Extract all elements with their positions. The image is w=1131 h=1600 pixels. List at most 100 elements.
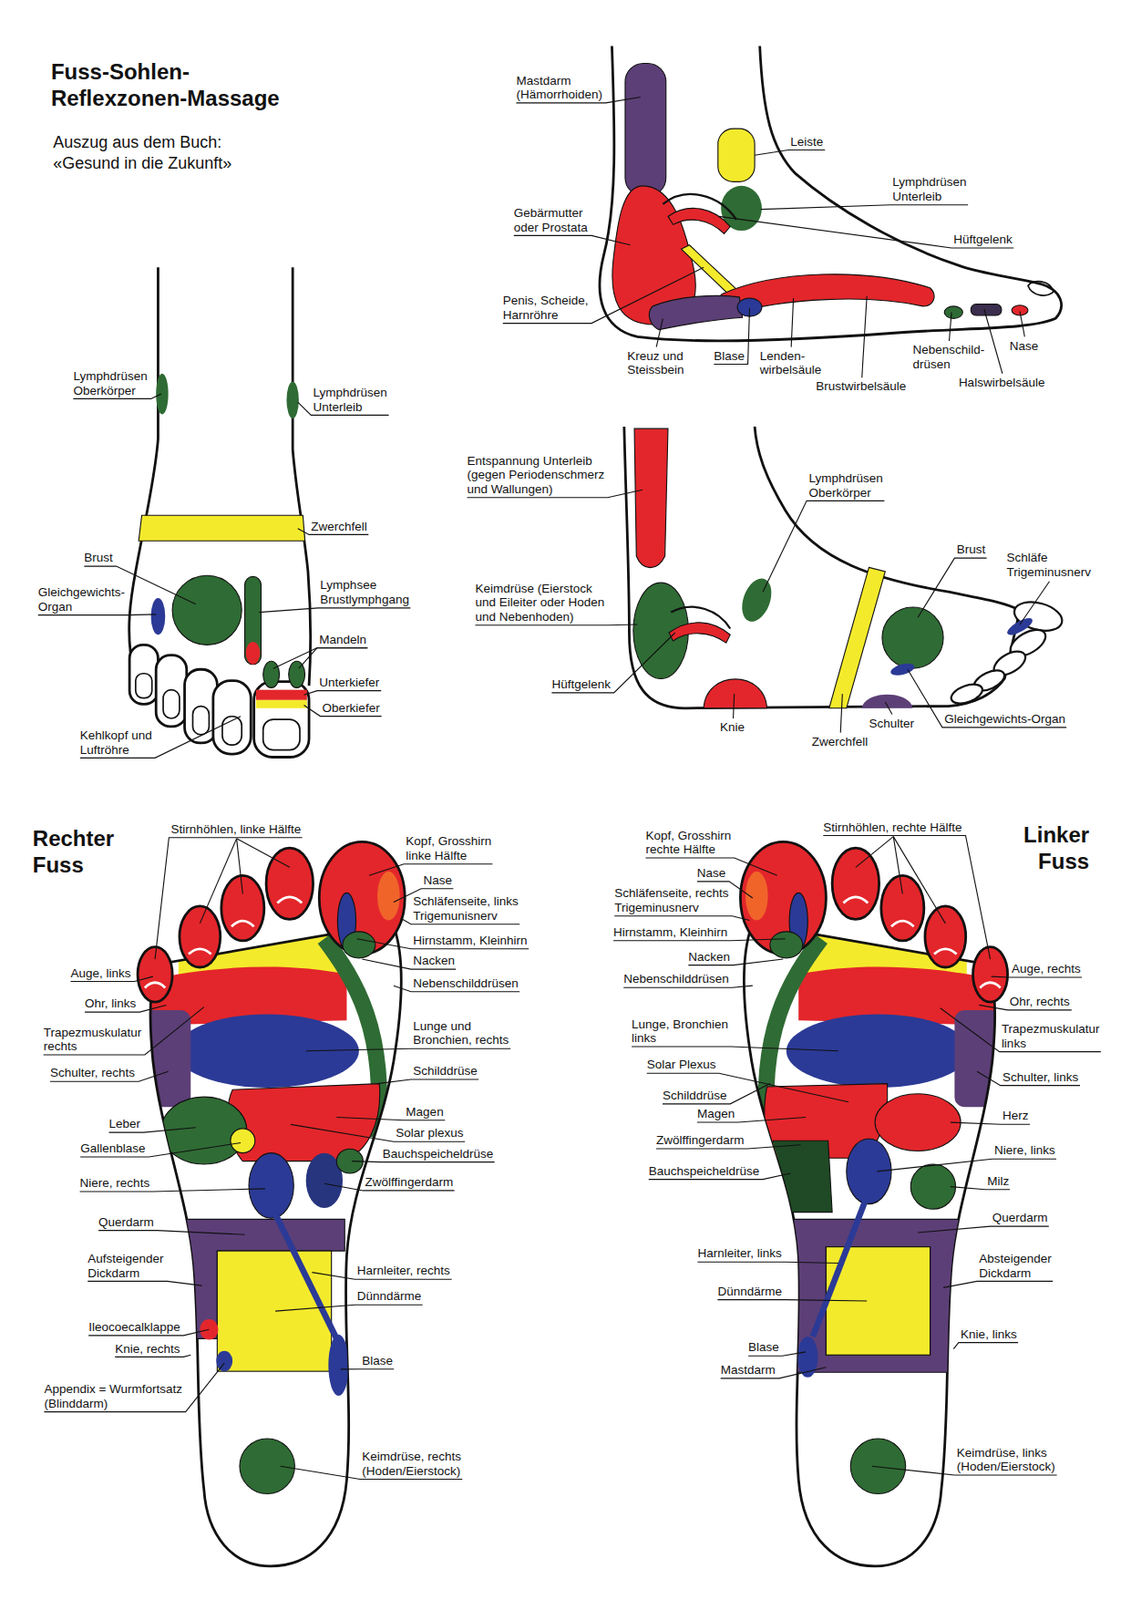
label-line: Oberkörper	[72, 383, 149, 399]
leader-line	[298, 647, 368, 669]
zone-label: Milz	[987, 1173, 1010, 1189]
label-line: Dünndärme	[717, 1284, 783, 1299]
lateral-foot	[634, 428, 669, 567]
leader-line	[623, 985, 753, 988]
zone-label: Schläfe Trigeminusnerv	[1006, 550, 1092, 579]
dorsal-foot	[292, 267, 310, 686]
lateral-foot	[829, 566, 886, 708]
zone-label: Gleichgewichts-Organ	[944, 711, 1067, 727]
label-line: Lunge und	[412, 1018, 511, 1034]
lateral-foot	[948, 680, 986, 708]
reflex-zone	[770, 1140, 833, 1212]
label-line: (Blinddarm)	[43, 1396, 184, 1411]
zone-label: Zwerchfell	[812, 734, 870, 750]
leader-line	[43, 1007, 205, 1055]
zone-label: Zwölffingerdarm	[365, 1174, 455, 1190]
leader-line	[662, 1083, 771, 1104]
zone-label: Solar plexus	[395, 1125, 465, 1141]
zone-label: Hüftgelenk	[551, 677, 612, 692]
label-line: Herz	[1002, 1108, 1030, 1123]
label-line: Lymphdrüsen	[892, 174, 968, 190]
reflex-zone	[215, 1350, 233, 1371]
lateral-foot	[1005, 615, 1036, 638]
zone-label: Harnleiter, links	[697, 1245, 783, 1261]
reflex-zone	[874, 1093, 961, 1152]
label-line: Schulter, links	[1002, 1069, 1080, 1085]
label-line: Trigemunisnerv	[412, 908, 520, 924]
leader-line	[991, 976, 1082, 978]
zone-label: Hirnstamm, Kleinhirn	[412, 933, 529, 948]
label-line: Reflexzonen-Massage	[51, 85, 281, 113]
label-line: links	[631, 1030, 730, 1046]
label-line: Bronchien, rechts	[412, 1032, 511, 1048]
zone-label: Zwerchfell	[310, 519, 369, 535]
label-line: Blase	[748, 1339, 781, 1355]
leader-line	[303, 690, 381, 696]
label-line: Ileocoecalklappe	[88, 1319, 182, 1335]
label-line: und Wallungen)	[467, 482, 607, 497]
label-line: Penis, Scheide,	[503, 293, 590, 309]
zone-label: Kreuz und Steissbein	[627, 349, 686, 378]
label-line: Schläfenseite, links	[412, 894, 520, 909]
label-line: Fuss	[1021, 848, 1090, 875]
lateral-foot	[668, 622, 731, 643]
label-line: Absteigender	[978, 1251, 1053, 1266]
label-line: Harnleiter, rechts	[357, 1263, 453, 1278]
medial-foot	[970, 304, 1002, 316]
zone-label: Nebenschilddrüsen	[623, 971, 731, 987]
leader-line	[697, 1261, 838, 1263]
medial-foot	[625, 63, 667, 196]
zone-label: Blase	[713, 349, 746, 364]
dorsal-foot	[138, 514, 305, 541]
label-line: Nebenschilddrüsen	[623, 971, 731, 987]
dorsal-foot	[254, 681, 309, 758]
leader-line	[656, 318, 663, 347]
label-line: Nacken	[688, 949, 731, 965]
zone-label: Leber	[109, 1116, 143, 1131]
label-line: Kehlkopf und	[80, 728, 154, 743]
subtitle: Auszug aus dem Buch: «Gesund in die Zuku…	[52, 132, 234, 174]
label-line: Blase	[713, 349, 746, 364]
dorsal-foot	[129, 267, 159, 653]
zone-label: Halswirbelsäule	[958, 375, 1047, 391]
leader-line	[1019, 310, 1025, 337]
leader-line	[258, 607, 411, 613]
zone-label: Magen	[405, 1104, 445, 1120]
leader-line	[907, 668, 1067, 728]
zone-label: Stirnhöhlen, rechte Hälfte	[822, 820, 964, 835]
leader-line	[551, 632, 675, 693]
label-line: Lymphdrüsen	[808, 471, 885, 486]
label-line: Trapezmuskulatur	[43, 1025, 144, 1040]
label-line: Schläfe	[1006, 550, 1092, 566]
label-line: links	[1001, 1036, 1101, 1051]
leader-line	[306, 1048, 511, 1051]
zone-label: Knie, rechts	[114, 1341, 182, 1357]
leader-line	[43, 1362, 225, 1411]
lateral-foot	[889, 660, 916, 678]
leader-line	[154, 837, 303, 959]
zone-label: Nase	[697, 865, 728, 881]
label-line: Unterleib	[313, 400, 390, 415]
label-line: Brust	[956, 542, 988, 557]
label-line: Trigeminusnerv	[614, 900, 731, 916]
label-line: Brustwirbelsäule	[815, 379, 908, 394]
leader-line	[236, 838, 290, 867]
label-line: Entspannung Unterleib	[467, 453, 607, 469]
zone-label: Keimdrüse, links (Hoden/Eierstock)	[956, 1445, 1058, 1474]
reflex-zone	[910, 1163, 956, 1209]
leader-line	[943, 1280, 1053, 1287]
leader-line	[340, 1367, 394, 1369]
zone-label: Schulter, rechts	[50, 1065, 137, 1080]
leader-line	[80, 716, 241, 759]
leader-line	[862, 296, 867, 379]
zone-label: Brust	[956, 542, 988, 557]
label-line: Querdarm	[98, 1214, 155, 1230]
zone-label: Kehlkopf und Luftröhre	[80, 728, 154, 757]
zone-label: Ileocoecalklappe	[88, 1319, 182, 1335]
zone-label: Magen	[697, 1106, 737, 1121]
zone-label: Lymphdrüsen Oberkörper	[72, 369, 149, 398]
label-line: Nase	[697, 865, 728, 881]
label-line: Knie, rechts	[114, 1341, 182, 1357]
label-line: Unterleib	[892, 189, 968, 205]
